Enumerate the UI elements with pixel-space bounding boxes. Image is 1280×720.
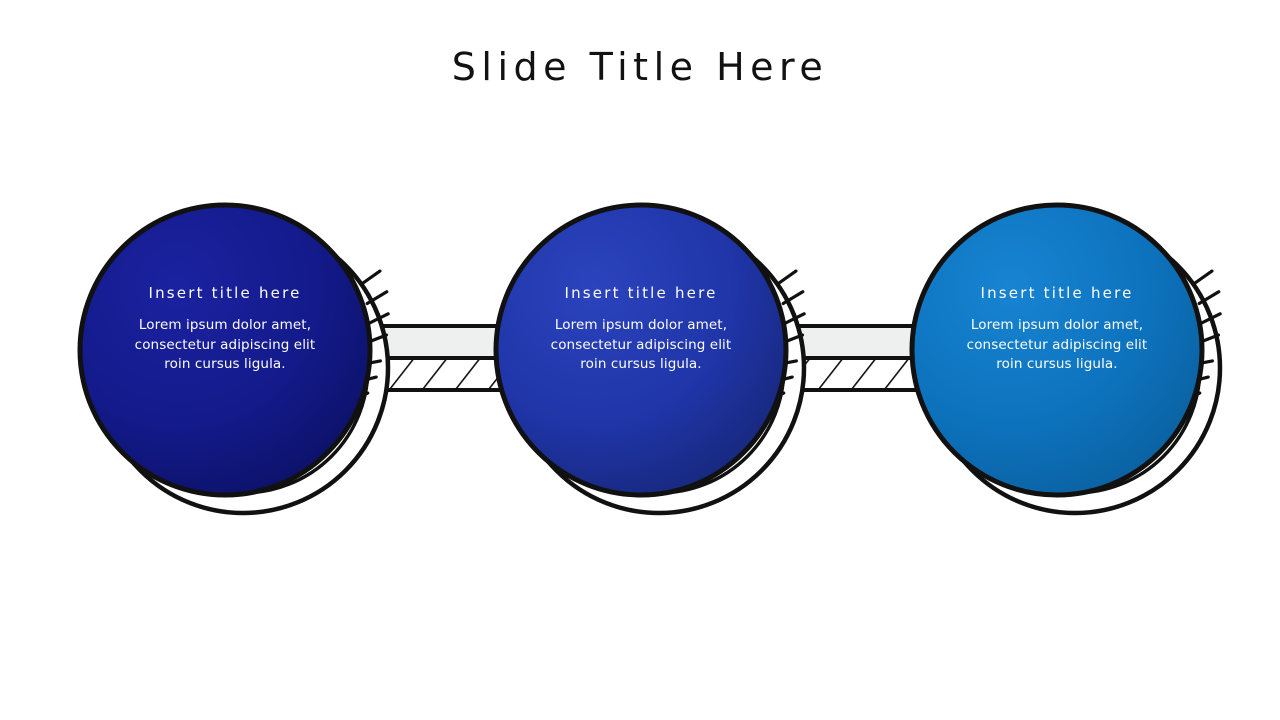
node-1-group[interactable]	[77, 202, 391, 516]
node-3-circle[interactable]	[909, 202, 1205, 498]
node-1-circle[interactable]	[77, 202, 373, 498]
connector-1	[370, 324, 514, 392]
page-title: Slide Title Here	[451, 45, 829, 89]
connector-2-hatch-band	[786, 356, 930, 392]
connector-1-band	[370, 324, 514, 360]
connector-2	[786, 324, 930, 392]
node-2-circle[interactable]	[493, 202, 789, 498]
connector-2-band	[786, 324, 930, 360]
node-3-group[interactable]	[909, 202, 1223, 516]
node-2-group[interactable]	[493, 202, 807, 516]
connector-1-hatch-band	[370, 356, 514, 392]
